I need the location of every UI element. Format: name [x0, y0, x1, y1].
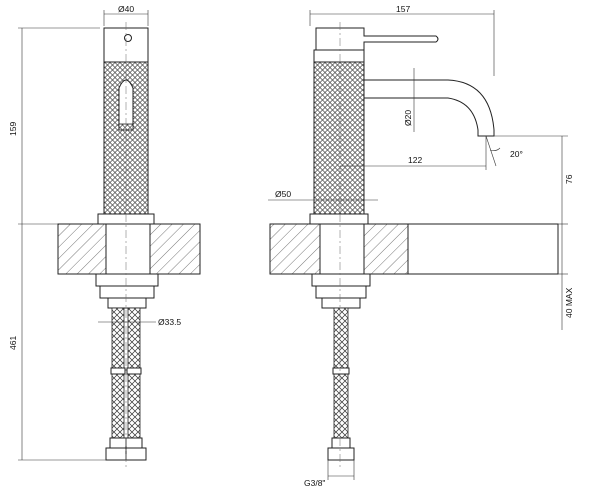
dim-spout-angle: 20° — [510, 149, 523, 159]
dim-front-width: Ø40 — [118, 4, 134, 14]
front-nut-l — [105, 447, 127, 461]
dim-spout-height: 76 — [564, 174, 574, 184]
side-bottom-nut — [327, 447, 355, 461]
dim-thread: G3/8" — [304, 478, 325, 488]
dim-spout-diameter: Ø20 — [403, 110, 413, 126]
front-washer — [99, 285, 155, 299]
front-view: Ø40 159 461 Ø33.5 — [8, 4, 201, 470]
front-stud — [107, 297, 147, 309]
side-spout — [363, 79, 495, 137]
dim-front-total: 461 — [8, 336, 18, 350]
side-view: 157 Ø20 122 20° Ø50 76 40 MAX G3/8" — [268, 4, 574, 488]
dim-front-height: 159 — [8, 122, 18, 136]
dim-hose-diameter: Ø33.5 — [158, 317, 181, 327]
dim-spout-reach: 122 — [408, 155, 422, 165]
dim-body-diameter: Ø50 — [275, 189, 291, 199]
front-hose-collar-r — [126, 367, 142, 375]
side-hose-collar — [332, 367, 350, 375]
front-nut — [95, 273, 159, 287]
front-countertop-hole — [105, 223, 151, 275]
side-washer — [315, 285, 367, 299]
front-nut-r — [125, 447, 147, 461]
side-countertop-left — [269, 223, 321, 275]
side-countertop-right — [363, 223, 409, 275]
front-fitting-r — [125, 437, 143, 449]
front-hose-collar-l — [110, 367, 126, 375]
side-cap-shoulder — [313, 49, 365, 63]
side-countertop-slab — [407, 223, 559, 275]
side-countertop-hole — [319, 223, 365, 275]
side-fitting — [331, 437, 351, 449]
side-nut — [311, 273, 371, 287]
front-fitting-l — [109, 437, 127, 449]
side-base — [309, 213, 369, 225]
dim-side-length: 157 — [396, 4, 410, 14]
side-knurled-body — [313, 61, 365, 215]
front-countertop-left — [57, 223, 107, 275]
side-lever — [315, 27, 439, 51]
side-stud — [321, 297, 361, 309]
front-countertop-right — [149, 223, 201, 275]
dim-counter-max: 40 MAX — [564, 287, 574, 318]
front-handle-hole — [124, 34, 132, 42]
